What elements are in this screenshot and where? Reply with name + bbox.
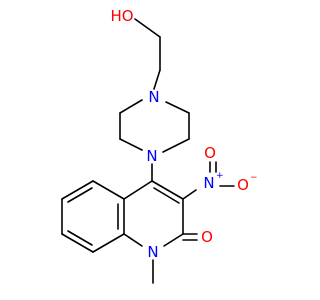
atom-piperazine-n-top: N — [148, 88, 159, 106]
bond-c8-c8a — [92, 233, 125, 253]
molecule-canvas: HO N N N + O O − N O — [61, 7, 258, 284]
bond-ch2-n — [153, 69, 161, 90]
atom-piperazine-n-bottom: N — [146, 147, 157, 165]
bond-c7-c8 — [61, 233, 94, 253]
bond-o-ch2 — [134, 18, 161, 38]
nitro-o-charge: − — [250, 173, 258, 183]
bond-c3-nnitro — [182, 189, 197, 200]
atom-nitro-o-top: O — [204, 144, 216, 162]
bond-n1-c8a — [123, 233, 143, 247]
bond-pip-4 — [119, 138, 143, 151]
bonds — [61, 18, 235, 284]
bond-pip-3 — [162, 138, 190, 153]
nitro-n-charge: + — [216, 171, 224, 181]
bond-pip-6 — [119, 99, 143, 114]
atom-hydroxyl-o: HO — [110, 7, 133, 25]
bond-c4-c3 — [151, 180, 184, 200]
bond-c4-c3-double — [153, 187, 180, 204]
bond-c4a-c5 — [92, 180, 125, 200]
bond-pip-1 — [165, 101, 190, 114]
bond-c5-c6 — [61, 180, 94, 200]
structure-diagram: HO N N N + O O − N O — [61, 7, 258, 284]
atom-nitro-o-right: O — [237, 176, 249, 194]
bond-c4a-c4 — [123, 180, 153, 200]
atom-carbonyl-o: O — [201, 228, 213, 246]
bond-c2-n1 — [163, 233, 184, 247]
bond-c7-c8-double — [67, 230, 93, 246]
atom-nitro-n: N — [203, 174, 214, 192]
bond-c5-c6-double — [67, 187, 93, 203]
atom-quinoline-n: N — [147, 243, 158, 261]
atom-labels: HO N N N + O O − N O — [110, 7, 257, 261]
